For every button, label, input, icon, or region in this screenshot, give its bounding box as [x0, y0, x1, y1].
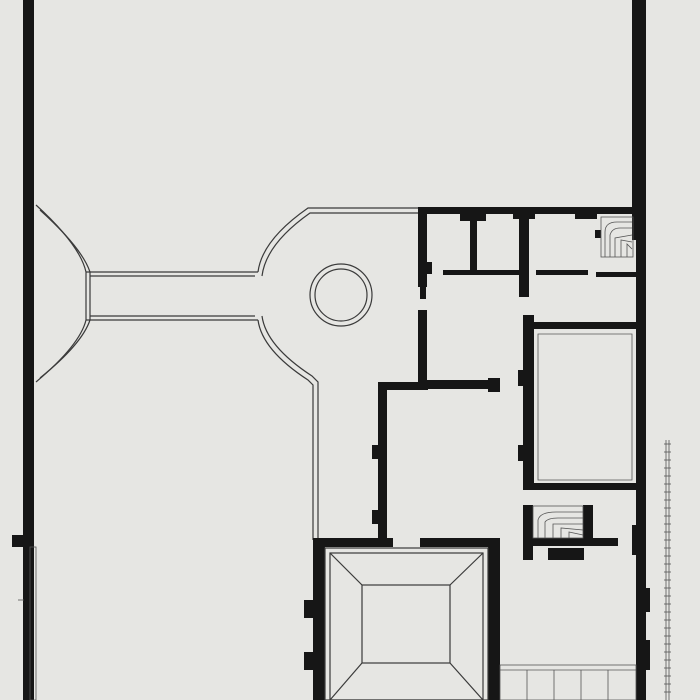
lower-right-steps	[499, 664, 637, 700]
boundary-walls	[12, 0, 646, 700]
garden-parterre	[35, 204, 420, 540]
spiral-stair-icon	[600, 216, 634, 258]
left-wall-fragments	[18, 546, 37, 700]
scale-bar-icon	[664, 440, 671, 700]
middle-right-room	[518, 315, 636, 490]
lower-pavilion	[304, 538, 489, 700]
lower-right-walls	[420, 525, 650, 700]
spiral-stair-icon	[523, 505, 618, 560]
upper-building-walls	[372, 207, 636, 542]
round-basin-icon	[309, 263, 373, 327]
